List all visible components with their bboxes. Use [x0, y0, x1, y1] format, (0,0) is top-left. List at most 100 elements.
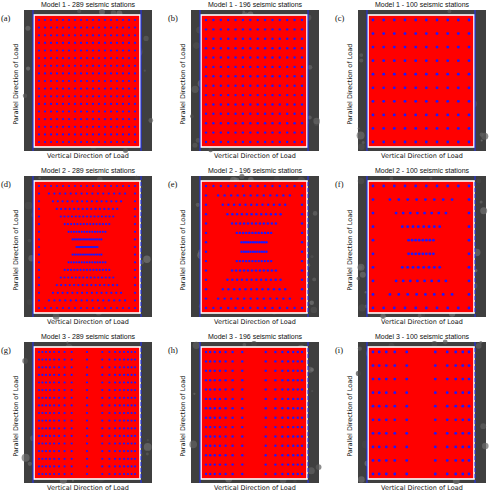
seismic-station — [104, 231, 106, 233]
seismic-station — [414, 46, 417, 49]
boundary-line — [475, 10, 476, 151]
seismic-station — [128, 19, 130, 21]
seismic-station — [86, 238, 88, 240]
seismic-station — [45, 366, 47, 368]
seismic-station — [279, 279, 281, 281]
seismic-station — [301, 47, 303, 49]
seismic-station — [382, 19, 385, 22]
seismic-station — [38, 185, 40, 187]
seismic-station — [256, 194, 258, 196]
seismic-station — [116, 118, 118, 120]
seismic-station — [92, 238, 94, 240]
seismic-station — [301, 113, 303, 115]
seismic-station — [82, 215, 84, 217]
seismic-station — [271, 94, 273, 96]
texture — [480, 201, 483, 204]
seismic-station — [56, 19, 58, 21]
seismic-station — [236, 260, 238, 262]
seismic-station — [446, 114, 449, 117]
seismic-station — [44, 133, 46, 135]
seismic-station — [131, 450, 133, 452]
seismic-station — [293, 47, 295, 49]
seismic-station — [446, 141, 449, 144]
seismic-station — [110, 42, 112, 44]
seismic-station — [249, 85, 251, 87]
seismic-station — [134, 442, 136, 444]
seismic-station — [293, 66, 295, 68]
seismic-station — [38, 95, 40, 97]
seismic-station — [68, 103, 70, 105]
seismic-station — [271, 66, 273, 68]
seismic-station — [38, 366, 40, 368]
seismic-station — [114, 381, 116, 383]
seismic-station — [134, 34, 136, 36]
seismic-station — [257, 75, 259, 77]
seismic-station — [263, 297, 265, 299]
seismic-station — [128, 88, 130, 90]
seismic-station — [67, 269, 69, 271]
seismic-station — [49, 420, 51, 422]
seismic-station — [286, 85, 288, 87]
seismic-station — [81, 200, 83, 202]
seismic-station — [414, 239, 417, 242]
seismic-station — [38, 103, 40, 105]
seismic-station — [98, 185, 100, 187]
texture — [358, 144, 364, 150]
seismic-station — [62, 42, 64, 44]
texture — [190, 114, 194, 118]
seismic-station — [220, 56, 222, 58]
seismic-station — [76, 238, 78, 240]
seismic-station — [44, 42, 46, 44]
seismic-station — [128, 65, 130, 67]
seismic-station — [236, 213, 238, 215]
seismic-station — [264, 131, 266, 133]
panel — [23, 9, 153, 153]
seismic-station — [101, 359, 103, 361]
seismic-station — [134, 420, 136, 422]
seismic-station — [56, 65, 58, 67]
seismic-station — [205, 232, 207, 234]
seismic-station — [393, 59, 396, 62]
seismic-station — [123, 427, 125, 429]
seismic-station — [249, 28, 251, 30]
seismic-station — [436, 46, 439, 49]
seismic-station — [234, 185, 236, 187]
seismic-station — [38, 42, 40, 44]
seismic-station — [404, 46, 407, 49]
seismic-station — [98, 88, 100, 90]
seismic-station — [428, 225, 431, 228]
texture — [27, 299, 33, 305]
seismic-station — [264, 28, 266, 30]
seismic-station — [108, 215, 110, 217]
seismic-station — [264, 38, 266, 40]
seismic-station — [226, 279, 228, 281]
seismic-station — [41, 359, 43, 361]
seismic-station — [122, 72, 124, 74]
seismic-station — [249, 38, 251, 40]
seismic-station — [205, 141, 207, 143]
seismic-station — [260, 213, 262, 215]
seismic-station — [222, 204, 224, 206]
seismic-station — [267, 260, 269, 262]
seismic-station — [101, 389, 103, 391]
seismic-station — [127, 427, 129, 429]
seismic-station — [58, 381, 60, 383]
seismic-station — [220, 103, 222, 105]
seismic-station — [468, 225, 471, 228]
seismic-station — [134, 208, 136, 210]
seismic-station — [101, 366, 103, 368]
seismic-station — [468, 307, 471, 310]
seismic-station — [53, 473, 55, 475]
seismic-station — [436, 59, 439, 62]
seismic-station — [123, 389, 125, 391]
texture — [23, 94, 27, 98]
seismic-station — [64, 359, 66, 361]
seismic-station — [436, 86, 439, 89]
panel — [22, 342, 152, 484]
seismic-station — [404, 32, 407, 35]
seismic-station — [86, 49, 88, 51]
seismic-station — [78, 261, 80, 263]
seismic-station — [76, 254, 78, 256]
seismic-station — [401, 266, 404, 269]
seismic-station — [414, 59, 417, 62]
